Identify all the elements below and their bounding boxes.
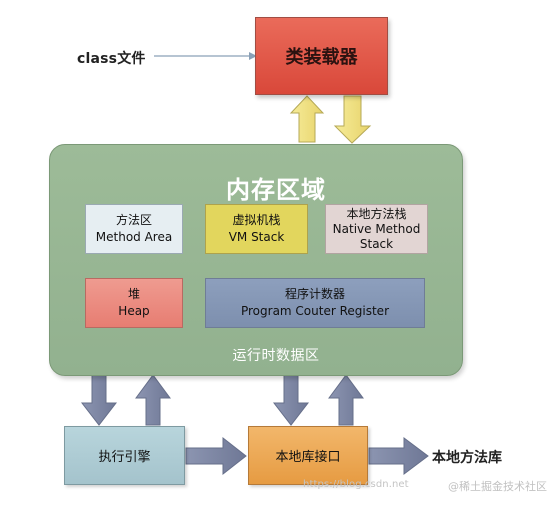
method-area-en-label: Method Area: [95, 230, 173, 244]
watermark-site: @稀土掘金技术社区: [448, 480, 547, 493]
native-library-interface-label: 本地库接口: [275, 450, 341, 465]
class-loader-label: 类装载器: [285, 47, 358, 68]
loader-down-arrow-icon: [333, 95, 372, 144]
vm-stack-box: 虚拟机栈 VM Stack: [205, 204, 308, 254]
class-file-arrowhead-icon: [249, 52, 257, 60]
class-file-label: class文件: [77, 51, 146, 67]
runtime-data-area-label: 运行时数据区: [232, 348, 320, 364]
program-counter-register-box: 程序计数器 Program Couter Register: [205, 278, 425, 328]
memory-area-title: 内存区域: [226, 176, 326, 204]
engine-to-interface-right-arrow-icon: [185, 436, 247, 476]
watermark-url: https://blog.csdn.net: [303, 479, 409, 490]
runtime-to-engine-down-arrow-icon: [80, 374, 118, 426]
interface-to-library-right-arrow-icon: [368, 437, 429, 475]
class-loader-box: 类装载器: [255, 17, 388, 95]
method-area-box: 方法区 Method Area: [85, 204, 183, 254]
program-counter-register-en-label: Program Couter Register: [240, 304, 389, 318]
native-method-stack-box: 本地方法栈 Native Method Stack: [325, 204, 428, 254]
native-method-stack-en-line1: Native Method: [332, 221, 421, 236]
program-counter-register-cn-label: 程序计数器: [284, 287, 345, 301]
execution-engine-label: 执行引擎: [98, 450, 151, 465]
heap-en-label: Heap: [118, 304, 150, 318]
native-method-stack-en-line2: Stack: [359, 236, 394, 251]
heap-cn-label: 堆: [127, 287, 140, 301]
vm-stack-cn-label: 虚拟机栈: [232, 213, 281, 227]
runtime-to-interface-down-arrow-icon: [272, 374, 310, 426]
execution-engine-box: 执行引擎: [64, 426, 185, 485]
engine-to-runtime-up-arrow-icon: [135, 374, 171, 426]
vm-stack-en-label: VM Stack: [228, 230, 285, 244]
memory-area-container: [49, 144, 463, 376]
native-method-stack-cn-label: 本地方法栈: [346, 206, 407, 221]
native-method-library-label: 本地方法库: [432, 450, 502, 466]
interface-to-runtime-up-arrow-icon: [328, 374, 364, 426]
heap-box: 堆 Heap: [85, 278, 183, 328]
method-area-cn-label: 方法区: [115, 213, 152, 227]
native-library-interface-box: 本地库接口: [248, 426, 368, 485]
loader-up-arrow-icon: [289, 95, 325, 143]
